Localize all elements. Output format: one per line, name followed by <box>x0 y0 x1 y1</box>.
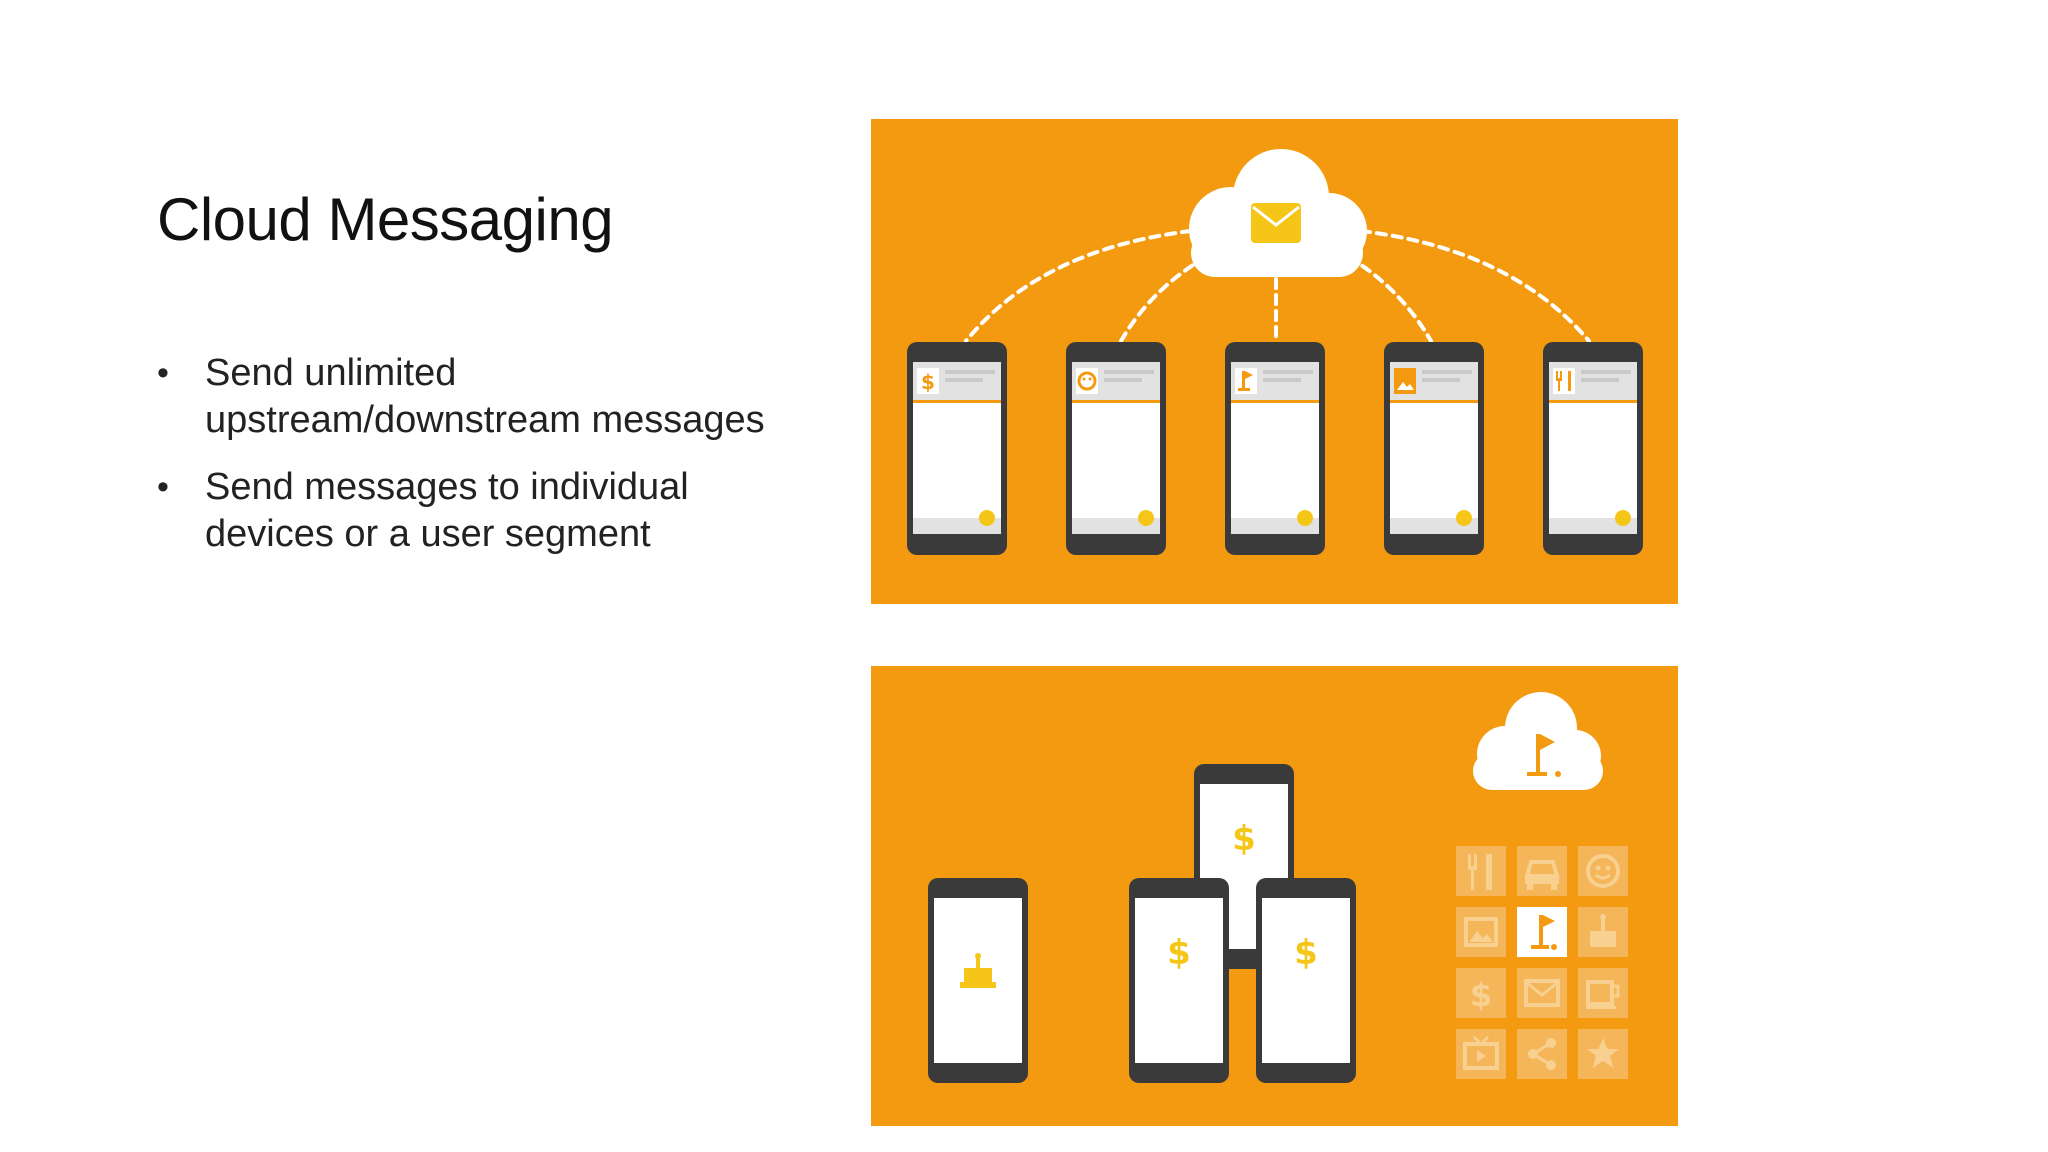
golf-flag-icon <box>1527 734 1561 777</box>
phone-list: $ <box>907 342 1643 555</box>
phone <box>1225 342 1325 555</box>
car-icon <box>1517 846 1567 896</box>
image-icon <box>1456 907 1506 957</box>
coffee-icon <box>1578 968 1628 1018</box>
fork-knife-icon <box>1456 846 1506 896</box>
tv-icon <box>1456 1029 1506 1079</box>
star-icon <box>1578 1029 1628 1079</box>
segment-icon-grid: $ <box>1456 846 1628 1079</box>
phone: $ <box>1256 878 1356 1083</box>
phone: $ <box>1129 878 1229 1083</box>
cake-icon <box>960 953 996 988</box>
bullet-dot: • <box>157 354 169 392</box>
connector-lines <box>964 229 1591 343</box>
phone <box>1384 342 1484 555</box>
phone <box>928 878 1028 1083</box>
phone <box>1543 342 1643 555</box>
svg-text:$: $ <box>921 370 935 394</box>
bullet-item: • Send messages to individual devices or… <box>157 464 817 558</box>
dollar-icon: $ <box>1294 933 1318 973</box>
upstream-downstream-illustration: $ <box>871 119 1678 604</box>
phone <box>1066 342 1166 555</box>
phone: $ <box>907 342 1007 555</box>
cloud-icon <box>1473 692 1603 790</box>
bullet-dot: • <box>157 468 169 506</box>
bullet-item: • Send unlimited upstream/downstream mes… <box>157 350 817 444</box>
smiley-icon <box>1578 846 1628 896</box>
dollar-icon: $ <box>1167 933 1191 973</box>
share-icon <box>1517 1029 1567 1079</box>
envelope-icon <box>1251 203 1301 243</box>
envelope-icon <box>1517 968 1567 1018</box>
slide-title: Cloud Messaging <box>157 186 614 253</box>
bullet-list: • Send unlimited upstream/downstream mes… <box>157 350 817 578</box>
dollar-icon: $ <box>1232 819 1256 859</box>
user-segment-illustration: $ $ $ <box>871 666 1678 1126</box>
dollar-icon: $ <box>1456 968 1506 1018</box>
svg-text:$: $ <box>1470 976 1492 1014</box>
golf-flag-icon <box>1517 907 1567 957</box>
bullet-text: Send messages to individual devices or a… <box>205 466 689 555</box>
cake-icon <box>1578 907 1628 957</box>
bullet-text: Send unlimited upstream/downstream messa… <box>205 352 765 441</box>
